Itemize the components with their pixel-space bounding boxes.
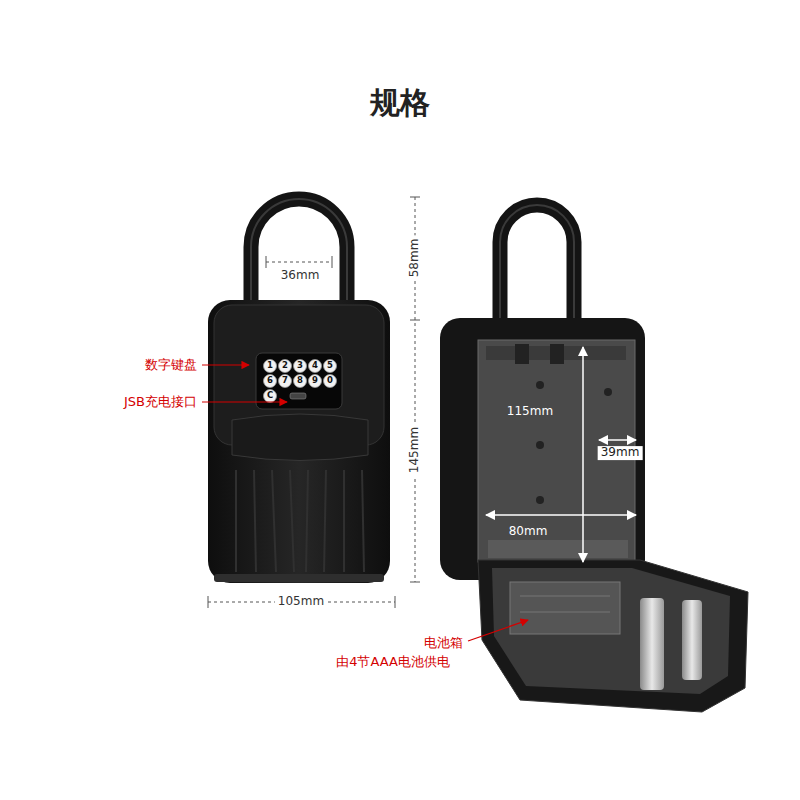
latch (640, 598, 664, 690)
open-lockbox (492, 568, 730, 694)
dimension-lines (332, 256, 333, 268)
open-lockbox (440, 205, 748, 712)
key-digit: 2 (282, 361, 288, 371)
keypad-buttons (264, 360, 277, 373)
keypad-buttons (264, 390, 277, 403)
key-digit: 7 (282, 376, 288, 386)
front-lockbox (214, 574, 384, 582)
dimension-lines (410, 197, 420, 198)
ribs (236, 470, 364, 572)
callout-label: 数字键盘 (145, 358, 197, 373)
dimension-lines (208, 596, 209, 608)
open-lockbox (500, 205, 574, 332)
dimension-label: 80mm (509, 525, 548, 539)
dimension-label: 58mm (408, 236, 422, 281)
battery-box (510, 582, 620, 634)
key-digit: 0 (327, 376, 333, 386)
open-lockbox (440, 318, 645, 580)
dimension-label: 39mm (598, 446, 643, 460)
front-lockbox (208, 199, 390, 583)
key-digit: 6 (267, 376, 273, 386)
leader-lines (468, 620, 528, 641)
title: 规格 (370, 86, 430, 121)
dimension-label: 36mm (281, 269, 320, 283)
dimension-arrows (582, 347, 584, 562)
keypad-buttons (279, 375, 292, 388)
dimension-label: 115mm (507, 405, 553, 419)
open-lockbox (515, 344, 529, 364)
open-lockbox (488, 540, 628, 558)
key-digit: C (267, 391, 273, 401)
open-lockbox (520, 612, 610, 613)
open-lockbox (550, 344, 564, 364)
ribs (343, 470, 345, 572)
keypad-buttons (279, 360, 292, 373)
key-digit: 9 (312, 376, 318, 386)
key-digit: 5 (327, 361, 333, 371)
dimension-lines (410, 320, 420, 321)
callout-label: 电池箱 (424, 636, 463, 651)
dimension-arrows (599, 439, 636, 441)
key-digit: 3 (297, 361, 303, 371)
ribs (272, 470, 276, 572)
open-lockbox (536, 381, 544, 389)
leader-lines (202, 364, 249, 365)
keypad-buttons (309, 360, 322, 373)
dimension-label: 105mm (275, 595, 327, 609)
leader-lines (202, 401, 287, 402)
open-lockbox (478, 560, 748, 712)
open-lockbox (520, 596, 610, 597)
keypad-buttons (294, 360, 307, 373)
front-lockbox (208, 300, 390, 583)
front-lockbox (232, 414, 368, 461)
usb-port (290, 393, 306, 399)
dimension-lines (266, 256, 267, 268)
callout-label: 由4节AAA电池供电 (336, 655, 450, 670)
ribs (290, 470, 294, 572)
dimension-lines (395, 596, 396, 608)
key-digit: 1 (267, 361, 273, 371)
open-lockbox (500, 205, 574, 332)
key-digit: 4 (312, 361, 318, 371)
open-lockbox (536, 441, 544, 449)
keypad-buttons (264, 360, 337, 403)
keypad-buttons (324, 360, 337, 373)
ribs (235, 470, 237, 572)
dimension-lines (410, 582, 420, 583)
callout-label: JSB充电接口 (124, 395, 197, 410)
ribs (324, 470, 326, 572)
ribs (254, 470, 256, 572)
dimension-label: 145mm (408, 424, 422, 476)
leader-lines (202, 365, 528, 641)
open-lockbox (604, 388, 612, 396)
key-digit: 8 (297, 376, 303, 386)
keypad-buttons (264, 375, 277, 388)
front-lockbox (256, 353, 342, 409)
latch (682, 600, 702, 680)
keypad-buttons (324, 375, 337, 388)
ribs (362, 470, 364, 572)
dimension-lines (266, 262, 332, 263)
keypad-buttons (309, 375, 322, 388)
open-lockbox (536, 496, 544, 504)
dimension-arrows (486, 514, 636, 516)
keypad-buttons (294, 375, 307, 388)
ribs (306, 470, 308, 572)
